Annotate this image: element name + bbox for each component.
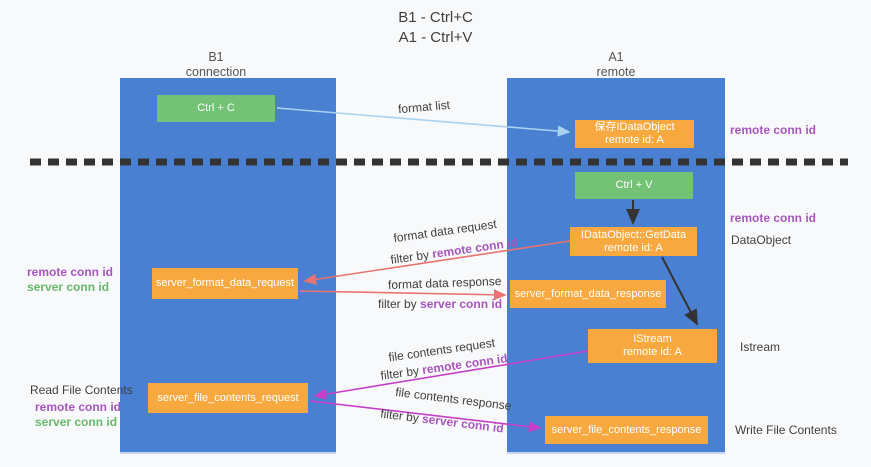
filter-by-server-conn-id-caption-1: filter by server conn id [378, 297, 502, 311]
getdata-remote-id: remote id: A [604, 241, 663, 254]
save-dataobject-node: 保存IDataObject remote id: A [575, 120, 694, 148]
server-file-contents-response-label: server_file_contents_response [551, 423, 702, 436]
save-dataobject-remote-id: remote id: A [605, 134, 664, 146]
getdata-line1: IDataObject::GetData [580, 228, 687, 241]
server-file-contents-request-label: server_file_contents_request [157, 391, 299, 404]
server-format-data-request-label: server_format_data_request [155, 277, 295, 289]
remote-conn-id-label-mid-right: remote conn id [730, 211, 817, 225]
title-line-2: A1 - Ctrl+V [398, 29, 473, 46]
ctrl-v-node: Ctrl + V [575, 172, 693, 199]
server-conn-id-label-left-1: server conn id [27, 280, 110, 294]
server-format-data-request-node: server_format_data_request [152, 268, 298, 299]
right-column-header: A1 remote [556, 50, 676, 80]
format-list-caption: format list [397, 97, 451, 117]
server-format-data-response-node: server_format_data_response [510, 280, 666, 308]
istream-remote-id: remote id: A [623, 346, 682, 358]
server-conn-id-label-left-2: server conn id [35, 415, 118, 429]
file-contents-response-caption: file contents response [394, 384, 513, 414]
left-column-name: B1 [208, 50, 224, 64]
filter-by-text: filter by [379, 406, 424, 426]
remote-conn-id-inline: remote conn id [431, 235, 519, 261]
istream-line1: IStream [633, 333, 672, 345]
dataobject-label: DataObject [731, 233, 792, 247]
ctrl-v-label: Ctrl + V [615, 179, 653, 191]
remote-conn-id-label-left-2: remote conn id [35, 400, 122, 414]
remote-conn-id-label-left-1: remote conn id [27, 265, 114, 279]
server-conn-id-inline: server conn id [420, 297, 503, 311]
right-column-role: remote [596, 65, 636, 79]
istream-side-label: Istream [740, 340, 781, 354]
getdata-node: IDataObject::GetData remote id: A [570, 227, 697, 256]
server-file-contents-response-node: server_file_contents_response [545, 416, 708, 444]
right-column-name: A1 [608, 50, 624, 64]
server-file-contents-request-node: server_file_contents_request [148, 383, 308, 413]
ctrl-c-node: Ctrl + C [157, 95, 275, 122]
diagram-title: B1 - Ctrl+C A1 - Ctrl+V [0, 8, 871, 48]
filter-by-text: filter by [379, 363, 424, 383]
filter-by-server-conn-id-caption-2: filter by server conn id [380, 406, 505, 435]
left-column-header: B1 connection [156, 50, 276, 80]
filter-by-text: filter by [378, 297, 421, 311]
ctrl-c-label: Ctrl + C [197, 102, 235, 114]
server-conn-id-inline: server conn id [421, 411, 505, 436]
istream-node: IStream remote id: A [588, 329, 717, 363]
format-data-response-caption: format data response [387, 274, 502, 292]
save-dataobject-line1: 保存IDataObject [594, 121, 675, 133]
filter-by-text: filter by [389, 247, 434, 267]
write-file-contents-label: Write File Contents [735, 423, 837, 437]
read-file-contents-label: Read File Contents [30, 383, 133, 397]
remote-conn-id-label-top-right: remote conn id [730, 123, 817, 137]
server-format-data-response-label: server_format_data_response [514, 287, 662, 300]
title-line-1: B1 - Ctrl+C [398, 9, 473, 26]
left-column-role: connection [185, 65, 247, 79]
